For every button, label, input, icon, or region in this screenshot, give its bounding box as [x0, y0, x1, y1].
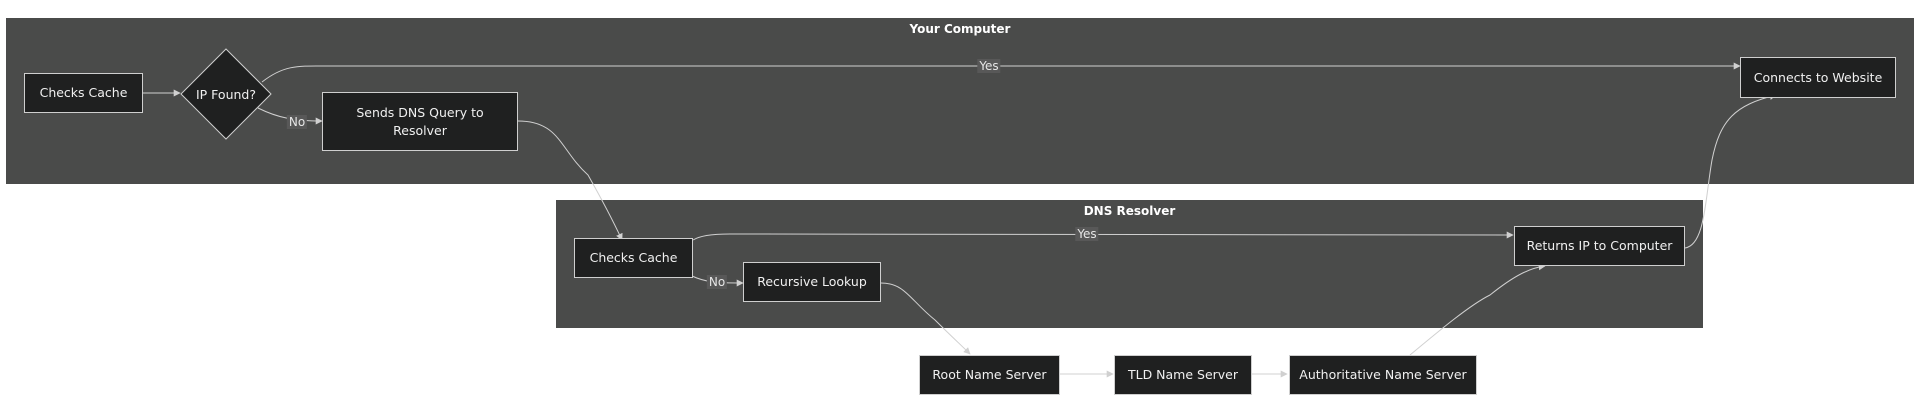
edge-label-no-resolver: No [706, 275, 728, 289]
cluster-title-dns-resolver: DNS Resolver [1083, 204, 1176, 218]
ip-found-label: IP Found? [195, 86, 256, 102]
node-connects-to-website[interactable]: Connects to Website [1740, 57, 1896, 98]
node-authoritative-name-server[interactable]: Authoritative Name Server [1289, 355, 1477, 395]
cluster-your-computer: Your Computer [6, 18, 1914, 184]
diamond-shape [180, 48, 272, 140]
node-root-name-server[interactable]: Root Name Server [919, 355, 1060, 395]
node-ip-found-decision[interactable]: IP Found? [180, 48, 272, 140]
cluster-title-your-computer: Your Computer [909, 22, 1011, 36]
node-recursive-lookup[interactable]: Recursive Lookup [743, 262, 881, 302]
edge-label-yes-computer: Yes [977, 59, 1001, 73]
node-checks-cache-resolver[interactable]: Checks Cache [574, 238, 693, 278]
node-sends-dns-query[interactable]: Sends DNS Query to Resolver [322, 92, 518, 151]
node-checks-cache-computer[interactable]: Checks Cache [24, 73, 143, 113]
node-returns-ip-to-computer[interactable]: Returns IP to Computer [1514, 226, 1685, 266]
edge-label-no-computer: No [286, 115, 308, 129]
node-tld-name-server[interactable]: TLD Name Server [1114, 355, 1252, 395]
edge-label-yes-resolver: Yes [1075, 227, 1099, 241]
